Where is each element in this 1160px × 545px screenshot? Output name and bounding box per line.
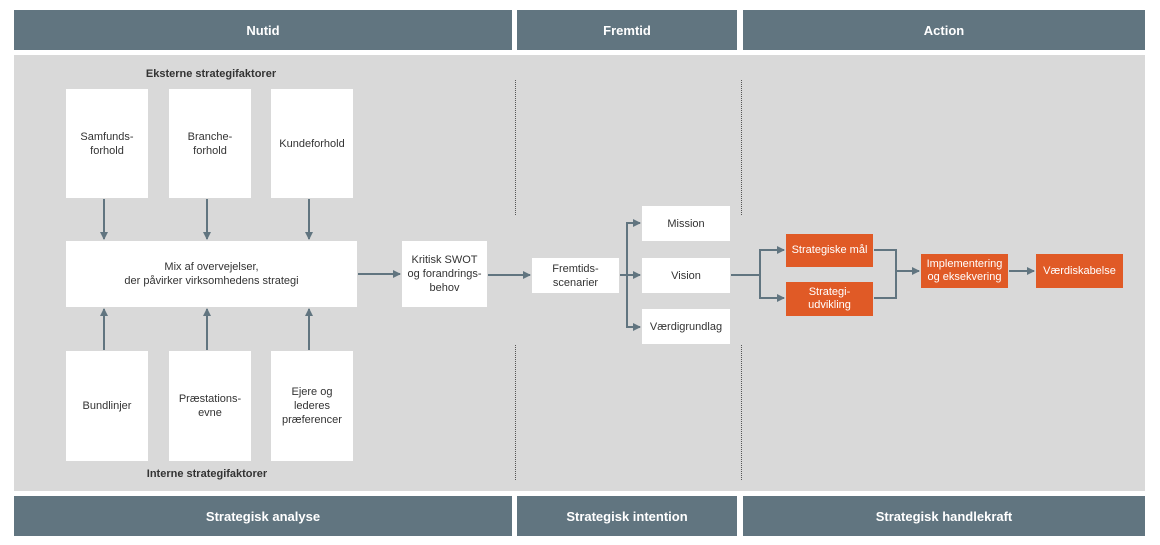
arrow-scenarier-to-vaerdigrundlag: [626, 275, 641, 331]
separator-bottom-left: [515, 345, 516, 480]
footer-strategisk-analyse: Strategisk analyse: [14, 496, 512, 536]
footer-strategisk-handlekraft: Strategisk handlekraft: [743, 496, 1145, 536]
strategiudvikling-box: Strategi- udvikling: [786, 282, 873, 316]
separator-bottom-right: [741, 345, 742, 480]
header-action: Action: [743, 10, 1145, 50]
header-fremtid: Fremtid: [517, 10, 737, 50]
internal-factor-ejere: Ejere og lederes præferencer: [271, 351, 353, 461]
internal-factors-label: Interne strategifaktorer: [146, 468, 268, 480]
external-factor-brancheforhold: Branche- forhold: [169, 89, 251, 198]
footer-strategisk-intention: Strategisk intention: [517, 496, 737, 536]
arrow-vision-to-maal: [731, 246, 785, 276]
vaerdiskabelse-box: Værdiskabelse: [1036, 254, 1123, 288]
vaerdigrundlag-box: Værdigrundlag: [642, 309, 730, 344]
vision-box: Vision: [642, 258, 730, 293]
external-factor-kundeforhold: Kundeforhold: [271, 89, 353, 198]
swot-box: Kritisk SWOT og forandrings- behov: [402, 241, 487, 307]
separator-top-right: [741, 80, 742, 215]
header-nutid: Nutid: [14, 10, 512, 50]
arrow-udvikling-to-implementering: [874, 271, 897, 299]
internal-factor-praestationsevne: Præstations- evne: [169, 351, 251, 461]
arrow-scenarier-to-mission: [620, 219, 641, 276]
mission-box: Mission: [642, 206, 730, 241]
mix-box: Mix af overvejelser, der påvirker virkso…: [66, 241, 357, 307]
fremtidsscenarier-box: Fremtids- scenarier: [532, 258, 619, 293]
separator-top-left: [515, 80, 516, 215]
strategiske-maal-box: Strategiske mål: [786, 234, 873, 267]
arrow-maal-to-implementering: [874, 249, 920, 275]
arrow-vision-to-udvikling: [759, 275, 785, 302]
external-factors-label: Eksterne strategifaktorer: [145, 68, 277, 80]
external-factor-samfundsforhold: Samfunds- forhold: [66, 89, 148, 198]
internal-factor-bundlinjer: Bundlinjer: [66, 351, 148, 461]
implementering-box: Implementering og eksekvering: [921, 254, 1008, 288]
